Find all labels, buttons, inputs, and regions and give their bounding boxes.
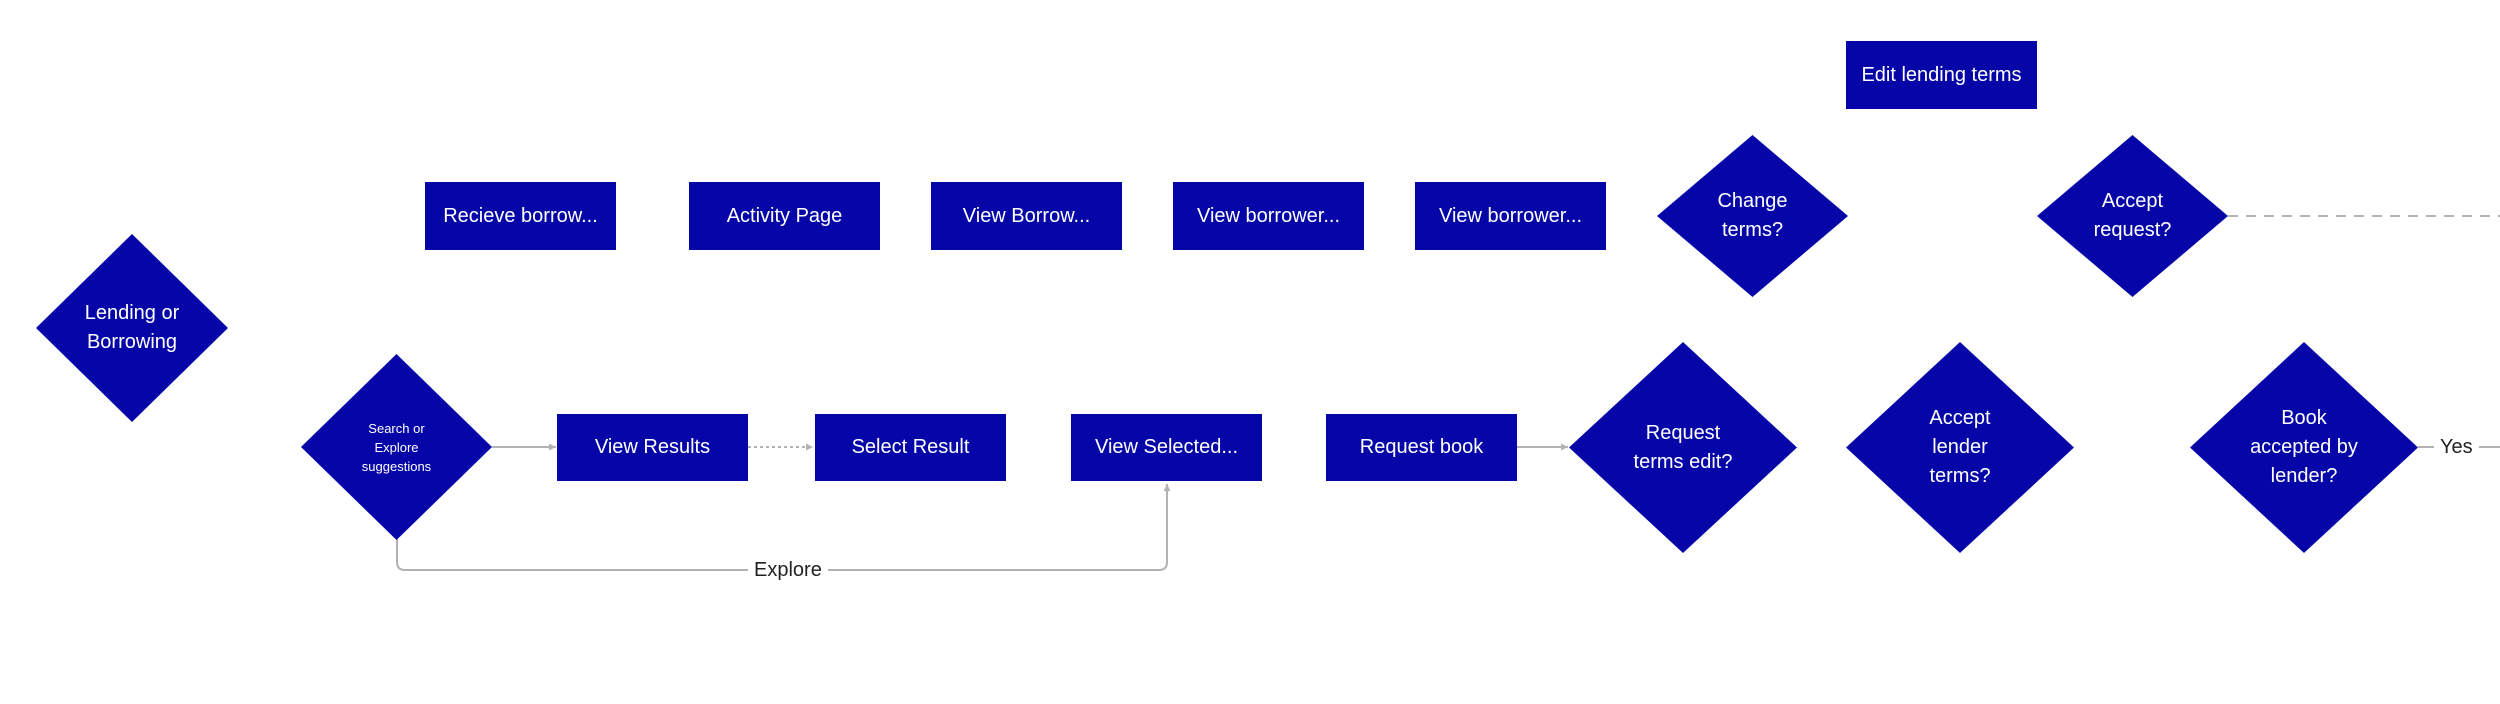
accept-request-label: Accept request? (2093, 190, 2172, 241)
yes-edge-label: Yes (2434, 434, 2479, 460)
accept-lender-terms-decision[interactable]: Accept lender terms? (1846, 342, 2074, 553)
explore-edge-label: Explore (748, 557, 828, 583)
request-terms-edit-decision[interactable]: Request terms edit? (1569, 342, 1797, 553)
select-result-node[interactable]: Select Result (815, 414, 1006, 481)
diamond-shape (36, 234, 228, 422)
diamond-shape (1657, 135, 1848, 297)
view-results-node[interactable]: View Results (557, 414, 748, 481)
change-terms-decision[interactable]: Change terms? (1657, 135, 1848, 297)
book-accepted-by-lender-label: Book accepted by lender? (2250, 407, 2358, 487)
edit-lending-terms-node[interactable]: Edit lending terms (1846, 41, 2037, 109)
lending-or-borrowing-label: Lending or Borrowing (84, 302, 180, 353)
accept-request-decision[interactable]: Accept request? (2037, 135, 2228, 297)
request-terms-edit-label: Request terms edit? (1633, 421, 1733, 473)
lending-or-borrowing-decision[interactable]: Lending or Borrowing (36, 234, 228, 422)
diamond-shape (1569, 342, 1797, 553)
search-or-explore-decision[interactable]: Search or Explore suggestions (301, 354, 492, 540)
search-or-explore-label: Search or Explore suggestions (361, 420, 432, 474)
view-borrower-node-2[interactable]: View borrower... (1415, 182, 1606, 250)
view-borrower-node-1[interactable]: View borrower... (1173, 182, 1364, 250)
view-borrow-node[interactable]: View Borrow... (931, 182, 1122, 250)
change-terms-label: Change terms? (1717, 190, 1788, 241)
request-book-node[interactable]: Request book (1326, 414, 1517, 481)
activity-page-node[interactable]: Activity Page (689, 182, 880, 250)
diamond-shape (1846, 342, 2074, 553)
diamond-shape (2190, 342, 2418, 553)
accept-lender-terms-label: Accept lender terms? (1929, 407, 1991, 487)
book-accepted-by-lender-decision[interactable]: Book accepted by lender? (2190, 342, 2418, 553)
view-selected-node[interactable]: View Selected... (1071, 414, 1262, 481)
diamond-shape (301, 354, 492, 540)
diamond-shape (2037, 135, 2228, 297)
recieve-borrow-node[interactable]: Recieve borrow... (425, 182, 616, 250)
